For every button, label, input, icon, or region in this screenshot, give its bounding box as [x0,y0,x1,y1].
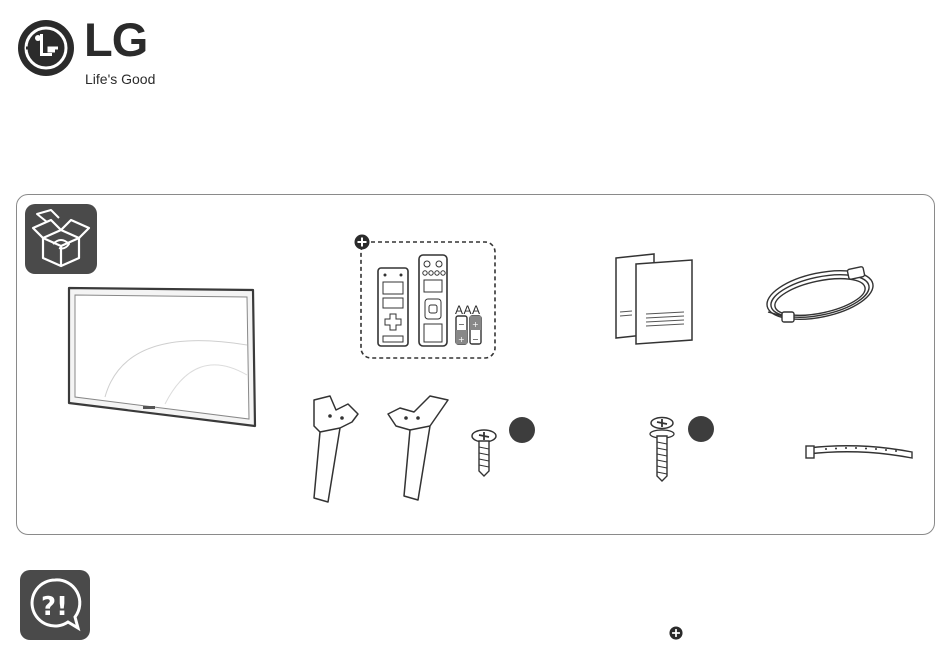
battery-type-label: AAA [455,303,481,317]
quantity-badge [688,416,714,442]
owners-manual-illustration [612,252,698,344]
tv-unit-illustration [65,285,260,430]
open-box-icon [25,204,97,274]
brand-tagline: Life's Good [85,71,155,87]
power-cord-illustration [760,262,882,328]
cable-holder-illustration [804,438,916,464]
stand-legs-illustration [300,392,460,504]
wall-mount-screw-illustration [648,414,676,482]
remote-controls-group: − + + − [353,232,501,364]
plus-circle-icon [669,626,683,640]
svg-text:−: − [458,320,465,329]
svg-text:+: + [472,320,479,329]
svg-text:+: + [458,335,465,344]
svg-text:?!: ?! [41,592,68,622]
svg-text:−: − [472,335,479,344]
question-exclamation-bubble-icon: ?! [20,570,90,640]
quantity-badge [509,417,535,443]
lg-logo-icon [18,20,74,76]
stand-screw-illustration [470,427,498,477]
brand-name: LG [84,16,147,63]
plus-circle-icon [354,234,370,250]
